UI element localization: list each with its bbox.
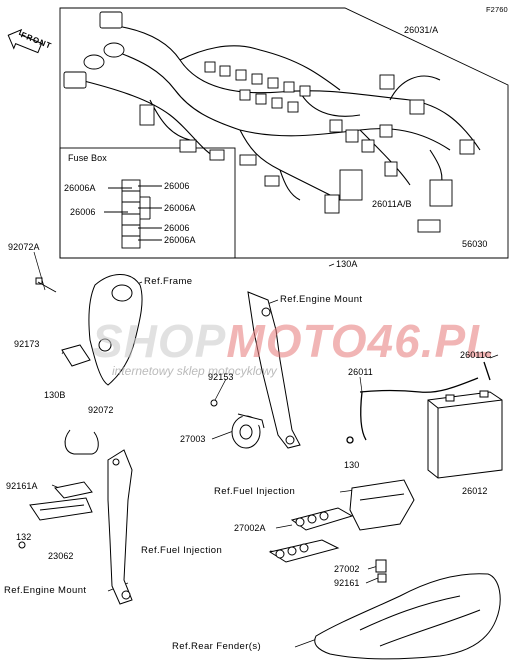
diagram-code: F2760 xyxy=(486,5,508,14)
front-arrow-icon xyxy=(7,28,43,54)
frame-bracket xyxy=(61,274,143,386)
label-130B: 130B xyxy=(44,390,66,400)
fuse-part-5: 26006 xyxy=(164,223,190,233)
fuse-part-6: 26006A xyxy=(164,235,196,245)
engine-mount-upper xyxy=(247,291,301,449)
watermark: SHOPMOTO46.PL xyxy=(92,314,495,368)
relay-bracket xyxy=(349,479,415,583)
rear-fender xyxy=(314,573,501,660)
label-92161A: 92161A xyxy=(6,481,38,491)
label-130A: 130A xyxy=(336,259,358,269)
label-92173: 92173 xyxy=(14,339,40,349)
fuse-part-2: 26006 xyxy=(164,181,190,191)
harness-frame xyxy=(59,7,509,259)
bracket-23062 xyxy=(18,429,99,549)
fuse-box-frame xyxy=(59,147,236,259)
watermark-subtitle: internetowy sklep motocyklowy xyxy=(112,364,277,378)
label-26011: 26011 xyxy=(348,367,373,377)
label-92072: 92072 xyxy=(88,405,114,415)
watermark-gray: SHOP xyxy=(92,315,227,367)
ref-frame: Ref.Frame xyxy=(144,276,193,287)
label-26012: 26012 xyxy=(462,486,488,496)
label-56030: 56030 xyxy=(462,239,488,249)
ref-engine-mount-top: Ref.Engine Mount xyxy=(280,294,363,305)
label-26031A: 26031/A xyxy=(404,25,439,35)
label-27002: 27002 xyxy=(334,564,360,574)
harness-connectors xyxy=(63,11,475,233)
watermark-red: MOTO46 xyxy=(226,315,421,367)
label-26011AB: 26011A/B xyxy=(372,199,412,209)
fuse-part-3: 26006 xyxy=(70,207,96,217)
fuse-part-4: 26006A xyxy=(164,203,196,213)
label-26011C: 26011C xyxy=(460,350,492,360)
fuse-part-1: 26006A xyxy=(64,183,96,193)
label-130: 130 xyxy=(344,460,360,470)
label-27002A: 27002A xyxy=(234,523,266,533)
label-92072A: 92072A xyxy=(8,242,40,252)
ref-fuel-injection-2: Ref.Fuel Injection xyxy=(141,545,223,556)
relay-27002A xyxy=(290,507,354,531)
ref-fuel-injection-1: Ref.Fuel Injection xyxy=(214,486,296,497)
label-92153: 92153 xyxy=(208,372,234,382)
cable-tie-icon xyxy=(35,277,57,293)
watermark-suffix: .PL xyxy=(420,315,496,367)
ref-rear-fender: Ref.Rear Fender(s) xyxy=(172,641,262,652)
label-27003: 27003 xyxy=(180,434,206,444)
ref-engine-mount-bottom: Ref.Engine Mount xyxy=(4,585,87,596)
fuse-box-title: Fuse Box xyxy=(68,153,107,163)
label-23062: 23062 xyxy=(48,551,74,561)
engine-mount-lower xyxy=(107,449,133,605)
battery-cable xyxy=(346,361,491,444)
battery-icon xyxy=(427,390,503,479)
horn-icon xyxy=(210,399,265,449)
label-132: 132 xyxy=(16,532,32,542)
relay-27002 xyxy=(268,539,340,563)
label-92161: 92161 xyxy=(334,578,360,588)
